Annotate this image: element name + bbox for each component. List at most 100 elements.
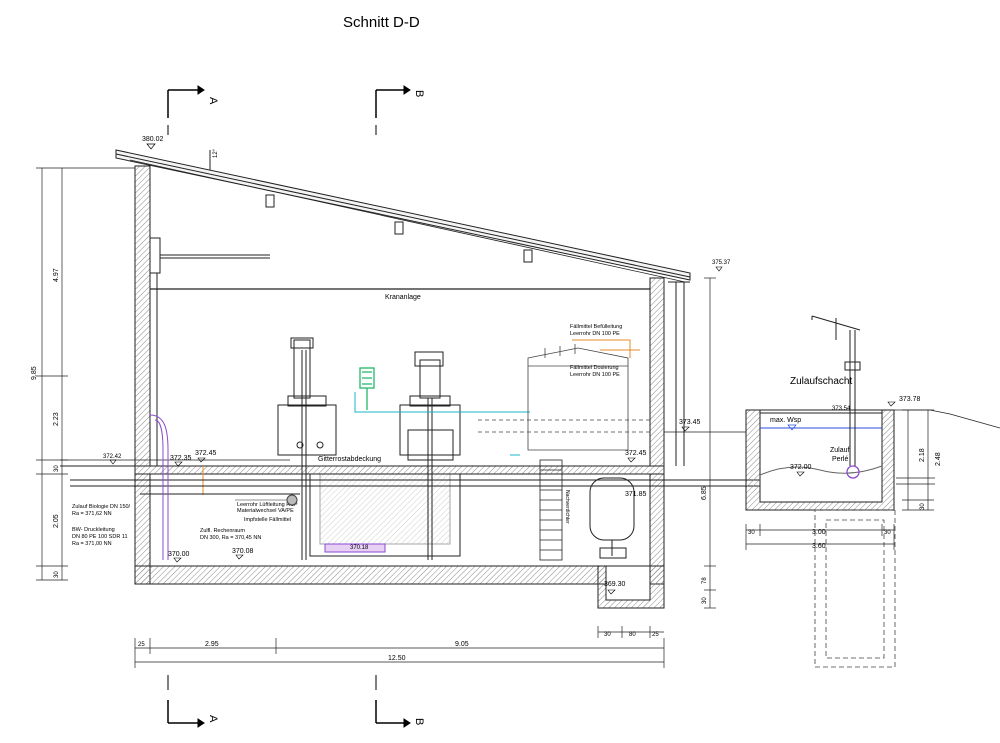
- biology-note-1: Zulauf Biologie DN 150/: [72, 504, 131, 510]
- screening-machine-2: [399, 351, 461, 560]
- elev-terrain-right-marker: [681, 426, 690, 432]
- bottom-dimension-lines: [134, 524, 895, 668]
- pressure-note-2: DN 80 PE 100 SDR 11: [72, 534, 128, 540]
- vent-note-2: Materialwechsel VA/PE: [237, 508, 294, 514]
- dim-shaft-h3: 30: [920, 503, 926, 510]
- dim-left-3: 30: [54, 465, 60, 472]
- elev-floor-a: 372.35: [170, 455, 192, 462]
- elev-floor-c: 372.45: [625, 450, 647, 457]
- elev-sump-marker: [607, 589, 616, 595]
- inflow-shaft-label: Zulaufschacht: [790, 376, 852, 387]
- left-wall: [134, 165, 151, 467]
- shaft-inflow-marker: [846, 465, 860, 479]
- dosing-point-note: Impfstelle Fällmittel: [244, 517, 291, 523]
- dim-sump-30: 30: [604, 632, 611, 638]
- elev-eave: 375.37: [712, 260, 731, 266]
- elev-eave-marker: [715, 266, 723, 272]
- dim-left-5: 30: [54, 571, 60, 578]
- elev-shaft-water: 372.00: [790, 464, 812, 471]
- elev-channel: 370.18: [350, 545, 369, 551]
- pressure-tank: [589, 477, 635, 559]
- screening-machine-1: [277, 337, 337, 560]
- right-wall: [649, 277, 665, 467]
- elev-terrain-right: 373.45: [679, 419, 701, 426]
- floor-slab: [134, 465, 665, 475]
- dim-sump-25: 25: [652, 632, 659, 638]
- elev-floor-a-marker: [174, 461, 183, 467]
- elev-bottom-a-marker: [173, 557, 182, 563]
- dim-shaft-30a: 30: [748, 530, 755, 536]
- dashed-foundation-inner: [825, 519, 885, 659]
- dose-line-1: Fällmittel Dosierung: [570, 365, 619, 371]
- main-pipe: [70, 473, 760, 495]
- inflow-perle-1: Zulauf: [830, 447, 850, 454]
- dim-shaft-360: 3.60: [812, 543, 826, 550]
- elev-sump: 369.30: [604, 581, 626, 588]
- dose-line-2: Leerrohr DN 100 PE: [570, 372, 620, 378]
- fill-line-1: Fällmittel Befülleitung: [570, 324, 622, 330]
- cyan-pipes: [354, 392, 530, 456]
- elev-tank-level: 371.85: [625, 491, 647, 498]
- drawing-title: Schnitt D-D: [343, 14, 420, 31]
- dim-right-low-1: 78: [702, 577, 708, 584]
- elev-floor-left-marker: [109, 459, 117, 465]
- max-water-label: max. Wsp: [770, 417, 801, 424]
- section-label-a-top: A: [207, 97, 219, 105]
- max-water-marker: [787, 424, 797, 431]
- vent-note-1: Leerrohr Lüftleitung RSP: [237, 502, 298, 508]
- pressure-note-3: Ra = 371,00 NN: [72, 541, 112, 547]
- dim-shaft-h1: 2.18: [919, 448, 926, 462]
- grate-cover-label: Gitterrostabdeckung: [318, 456, 381, 463]
- rake-note-1: Zulfl. Rechenraum: [200, 528, 245, 534]
- dim-left-1: 4.97: [53, 268, 60, 282]
- purple-inflow: [149, 414, 169, 560]
- dim-left-total: 9.85: [31, 366, 38, 380]
- dim-bottom-295: 2.95: [205, 641, 219, 648]
- dim-shaft-30b: 30: [884, 530, 891, 536]
- section-label-a-bottom: A: [207, 715, 219, 723]
- dim-bottom-25: 25: [138, 642, 145, 648]
- elev-floor-b: 372.45: [195, 450, 217, 457]
- elev-bottom-b-marker: [235, 554, 244, 560]
- ladder: [539, 459, 563, 561]
- elev-floor-c-marker: [627, 457, 636, 463]
- dim-shaft-300: 3.00: [812, 529, 826, 536]
- elev-shaft-top: 373.78: [899, 396, 921, 403]
- dim-right-low-2: 30: [702, 597, 708, 604]
- storage-tank: [478, 344, 650, 451]
- section-marker-b-top: [375, 85, 411, 135]
- dashed-foundation: [814, 509, 896, 668]
- inflow-perle-2: Perlé: [832, 456, 848, 463]
- section-marker-b-bottom: [375, 675, 411, 728]
- downpipe: [668, 281, 690, 466]
- roof: [115, 149, 691, 283]
- elev-bottom-b: 370.08: [232, 548, 254, 555]
- biology-note-2: Ra = 371,62 NN: [72, 511, 112, 517]
- section-marker-a-top: [167, 85, 205, 135]
- section-marker-a-bottom: [167, 675, 205, 728]
- elev-shaft-water-marker: [796, 471, 805, 477]
- rake-note-2: DN 300, Ra = 370,45 NN: [200, 535, 261, 541]
- wall-bracket: [149, 237, 270, 466]
- vent-fitting: [286, 494, 298, 506]
- elev-shaft-rim: 373.54: [832, 406, 851, 412]
- dim-shaft-h2: 2.48: [935, 452, 942, 466]
- basement-slab: [134, 565, 665, 585]
- sump-inner: [605, 565, 651, 601]
- elev-floor-left: 372.42: [103, 454, 122, 460]
- section-label-b-top: B: [413, 90, 425, 97]
- dim-left-4: 2.05: [53, 514, 60, 528]
- pressure-note-1: BW- Druckleitung: [72, 527, 115, 533]
- roof-slope: 12°: [213, 148, 219, 158]
- dim-bottom-1250: 12.50: [388, 655, 406, 662]
- roof-top-elevation: 380.02: [142, 136, 164, 143]
- tank-vertical-label: Nachverdichter: [564, 490, 570, 524]
- elev-shaft-top-marker: [887, 401, 896, 407]
- dim-left-2: 2.23: [53, 412, 60, 426]
- right-dimension-lines: [704, 277, 934, 609]
- dim-bottom-905: 9.05: [455, 641, 469, 648]
- crane-label: Krananlage: [385, 294, 421, 301]
- left-dimension-lines: [36, 167, 135, 581]
- roof-top-marker: [146, 143, 156, 150]
